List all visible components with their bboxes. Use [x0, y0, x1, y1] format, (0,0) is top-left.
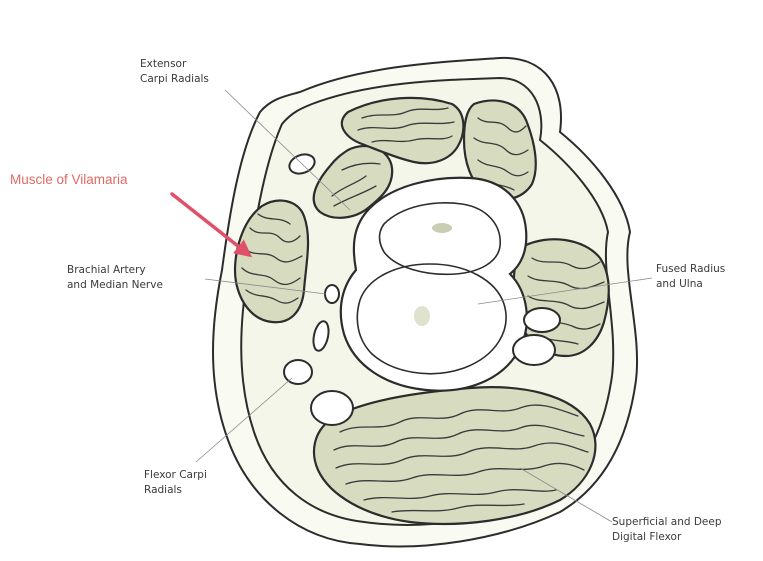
brachial-label: Brachial Artery and Median Nerve [67, 263, 163, 293]
right-tendon-lower [513, 335, 555, 365]
digital-flexor-label-line2: Digital Flexor [612, 530, 722, 545]
extensor-label-line1: Extensor [140, 57, 209, 72]
muscle-of-vilamaria-callout: Muscle of Vilamaria [10, 172, 128, 187]
flexor-carpi-radials-tendon [284, 360, 312, 384]
brachial-label-line2: and Median Nerve [67, 278, 163, 293]
flexor-carpi-label: Flexor Carpi Radials [144, 468, 207, 498]
extensor-label: Extensor Carpi Radials [140, 57, 209, 87]
flexor-carpi-label-line2: Radials [144, 483, 207, 498]
radius-label: Fused Radius and Ulna [656, 262, 725, 292]
lower-left-tendon [311, 391, 353, 425]
marrow-lower [414, 306, 430, 326]
right-tendon-upper [524, 308, 560, 332]
digital-flexor-label-line1: Superficial and Deep [612, 515, 722, 530]
fused-radius-ulna-bone [341, 178, 527, 391]
radius-label-line2: and Ulna [656, 277, 725, 292]
flexor-carpi-label-line1: Flexor Carpi [144, 468, 207, 483]
brachial-artery-vessel [325, 285, 339, 303]
brachial-label-line1: Brachial Artery [67, 263, 163, 278]
digital-flexor-label: Superficial and Deep Digital Flexor [612, 515, 722, 545]
radius-label-line1: Fused Radius [656, 262, 725, 277]
extensor-label-line2: Carpi Radials [140, 72, 209, 87]
marrow-upper [432, 223, 452, 233]
